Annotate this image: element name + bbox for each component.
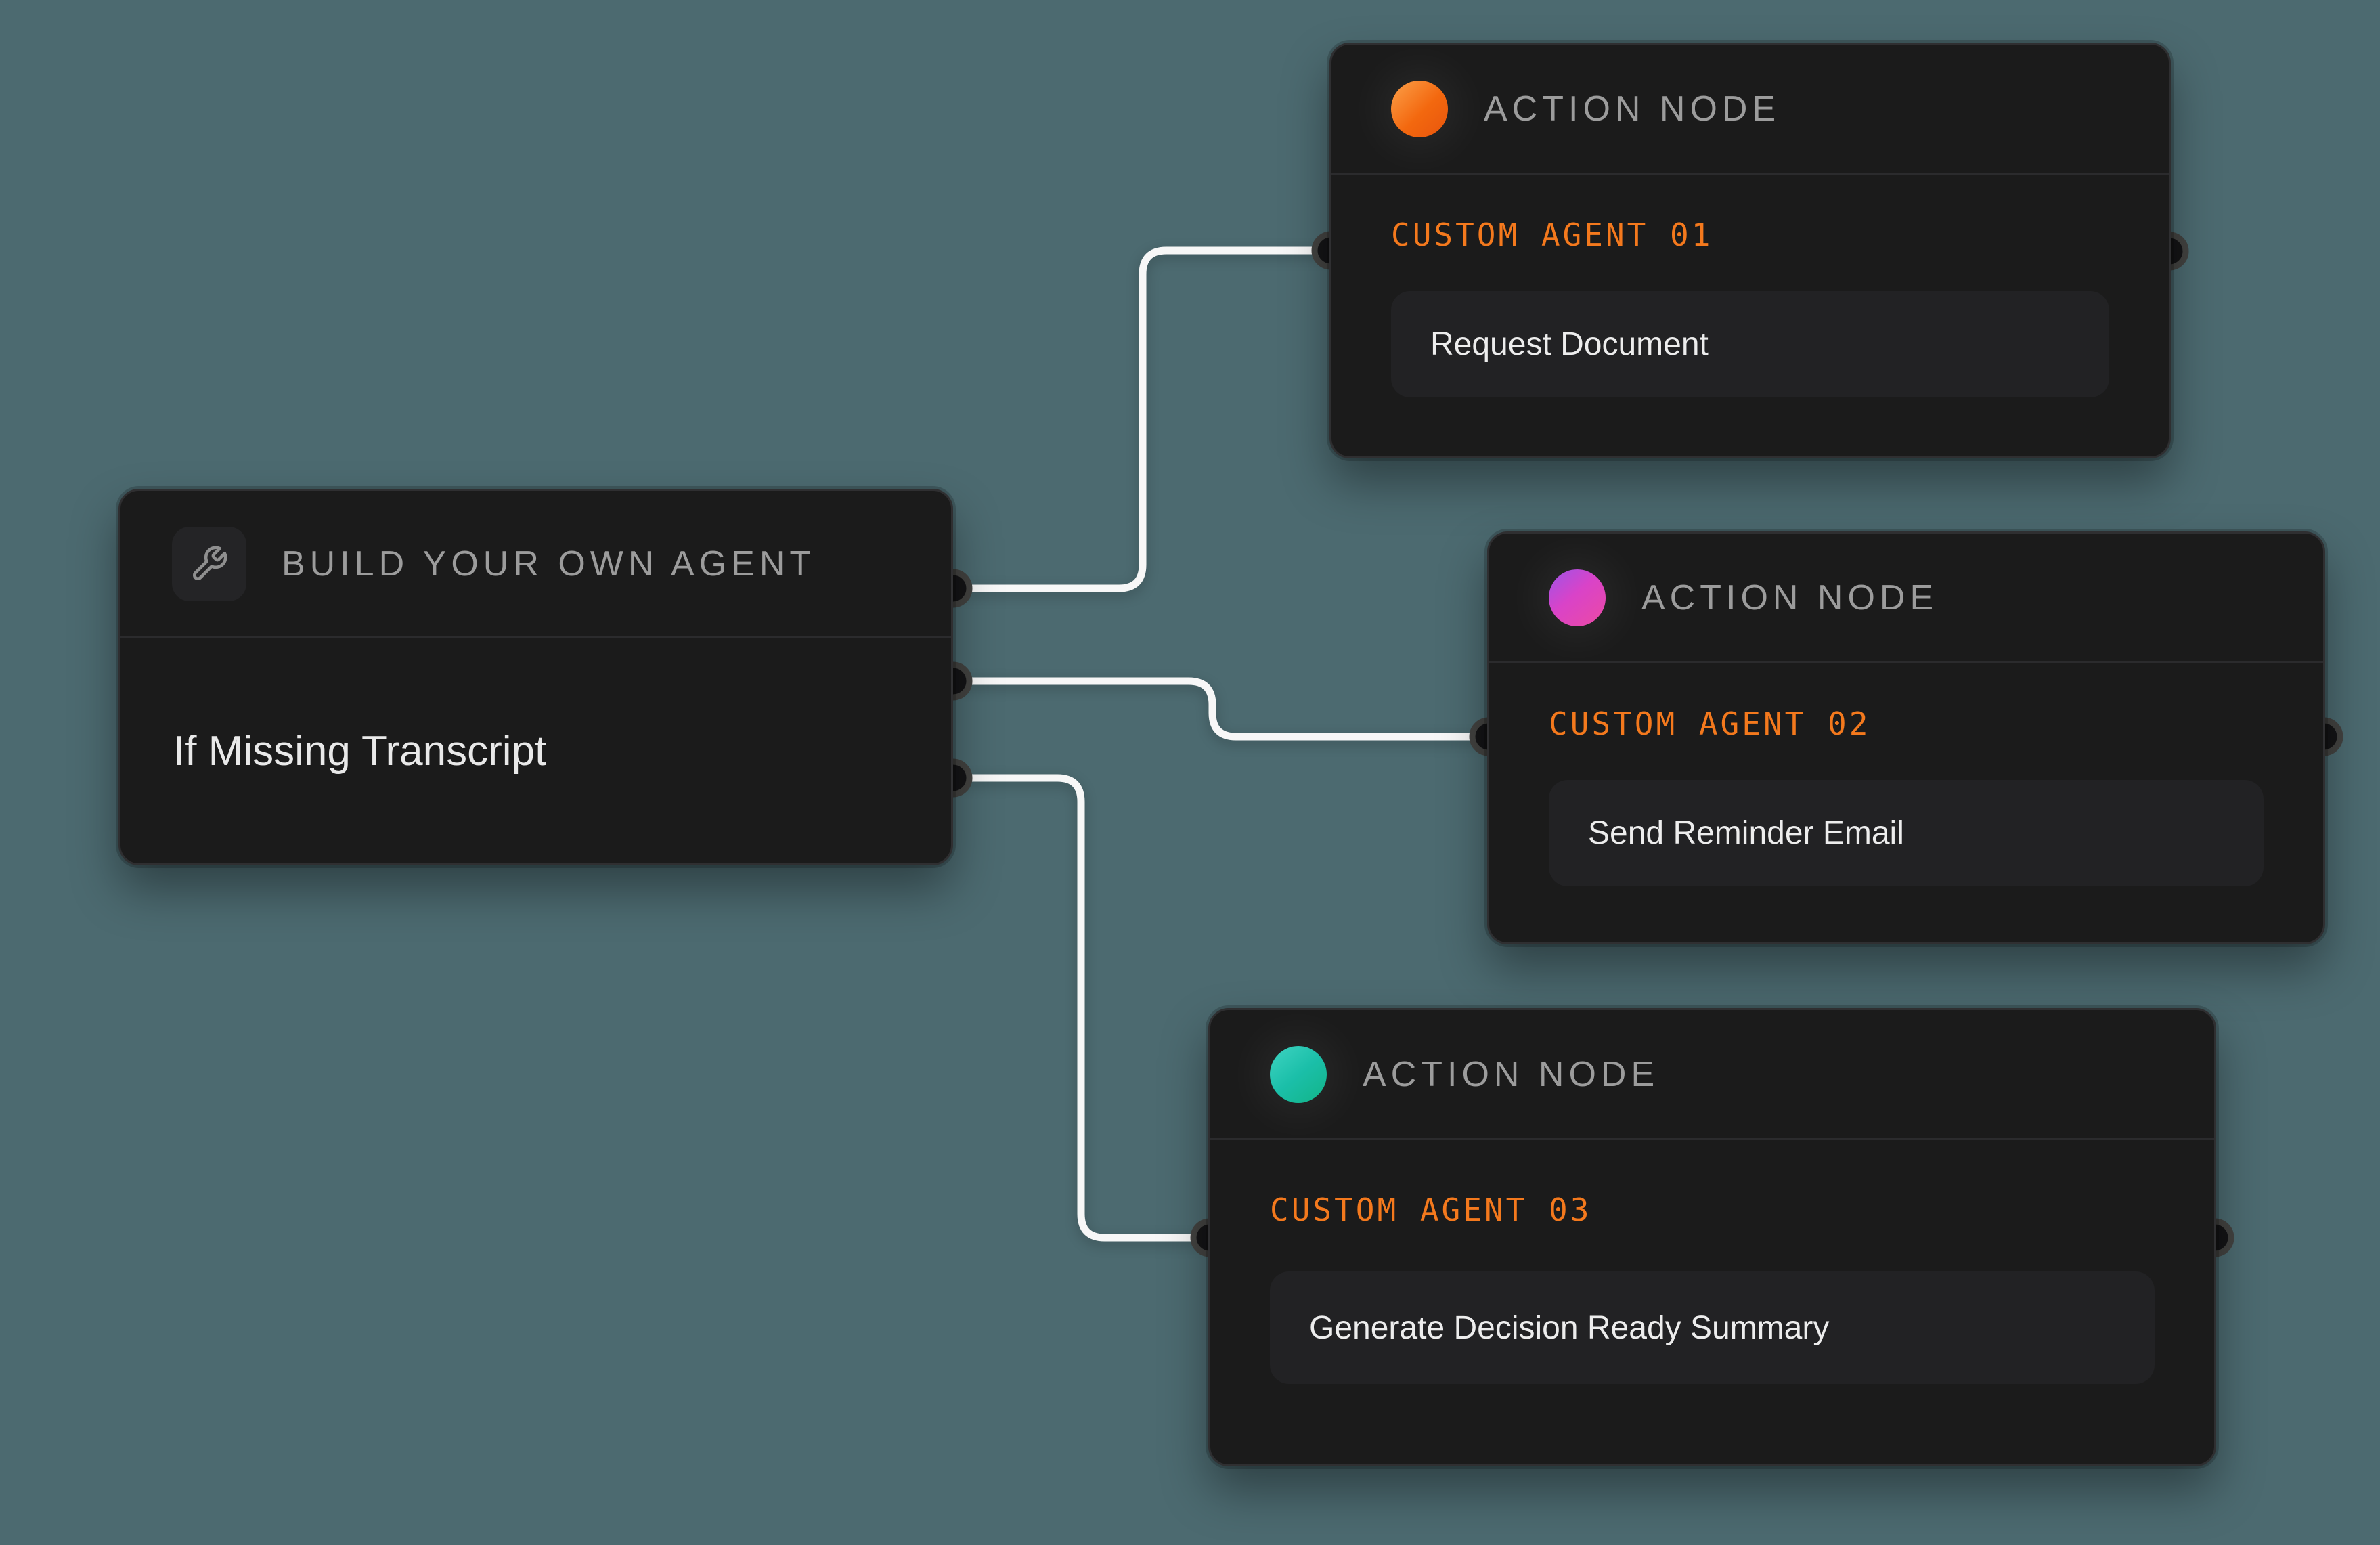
action-node-02-header: ACTION NODE <box>1489 534 2323 663</box>
action-node-01-body: CUSTOM AGENT 01 Request Document <box>1331 175 2169 397</box>
action-node-01[interactable]: ACTION NODE CUSTOM AGENT 01 Request Docu… <box>1329 43 2171 458</box>
edge-trigger-to-agent-02[interactable] <box>953 677 1489 741</box>
agent-03-label: CUSTOM AGENT 03 <box>1270 1192 1592 1228</box>
edge-trigger-to-agent-01[interactable] <box>953 246 1331 592</box>
wrench-icon-tile <box>172 526 246 601</box>
agent-02-action-field[interactable]: Send Reminder Email <box>1549 780 2264 886</box>
trigger-condition-label: If Missing Transcript <box>173 727 547 775</box>
trigger-node-title: BUILD YOUR OWN AGENT <box>282 544 816 584</box>
action-node-01-header: ACTION NODE <box>1331 45 2169 175</box>
action-node-02-body: CUSTOM AGENT 02 Send Reminder Email <box>1489 663 2323 886</box>
action-node-02[interactable]: ACTION NODE CUSTOM AGENT 02 Send Reminde… <box>1487 531 2325 944</box>
status-dot-orange <box>1391 80 1448 137</box>
agent-03-action-field[interactable]: Generate Decision Ready Summary <box>1270 1271 2155 1384</box>
edge-trigger-to-agent-03[interactable] <box>953 774 1210 1242</box>
trigger-node[interactable]: BUILD YOUR OWN AGENT If Missing Transcri… <box>118 489 953 865</box>
status-dot-teal <box>1270 1045 1327 1103</box>
action-node-03[interactable]: ACTION NODE CUSTOM AGENT 03 Generate Dec… <box>1208 1008 2216 1466</box>
agent-01-label: CUSTOM AGENT 01 <box>1391 217 1713 253</box>
status-dot-magenta <box>1549 569 1606 626</box>
wrench-icon <box>192 546 227 580</box>
wires <box>953 246 1489 1242</box>
action-node-03-header: ACTION NODE <box>1210 1010 2214 1140</box>
action-node-03-body: CUSTOM AGENT 03 Generate Decision Ready … <box>1210 1140 2214 1384</box>
action-node-02-title: ACTION NODE <box>1641 578 1939 617</box>
trigger-node-header: BUILD YOUR OWN AGENT <box>120 491 951 638</box>
action-node-03-title: ACTION NODE <box>1363 1054 1660 1094</box>
agent-01-action-field[interactable]: Request Document <box>1391 291 2109 397</box>
agent-02-label: CUSTOM AGENT 02 <box>1549 705 1871 742</box>
action-node-01-title: ACTION NODE <box>1484 89 1781 129</box>
